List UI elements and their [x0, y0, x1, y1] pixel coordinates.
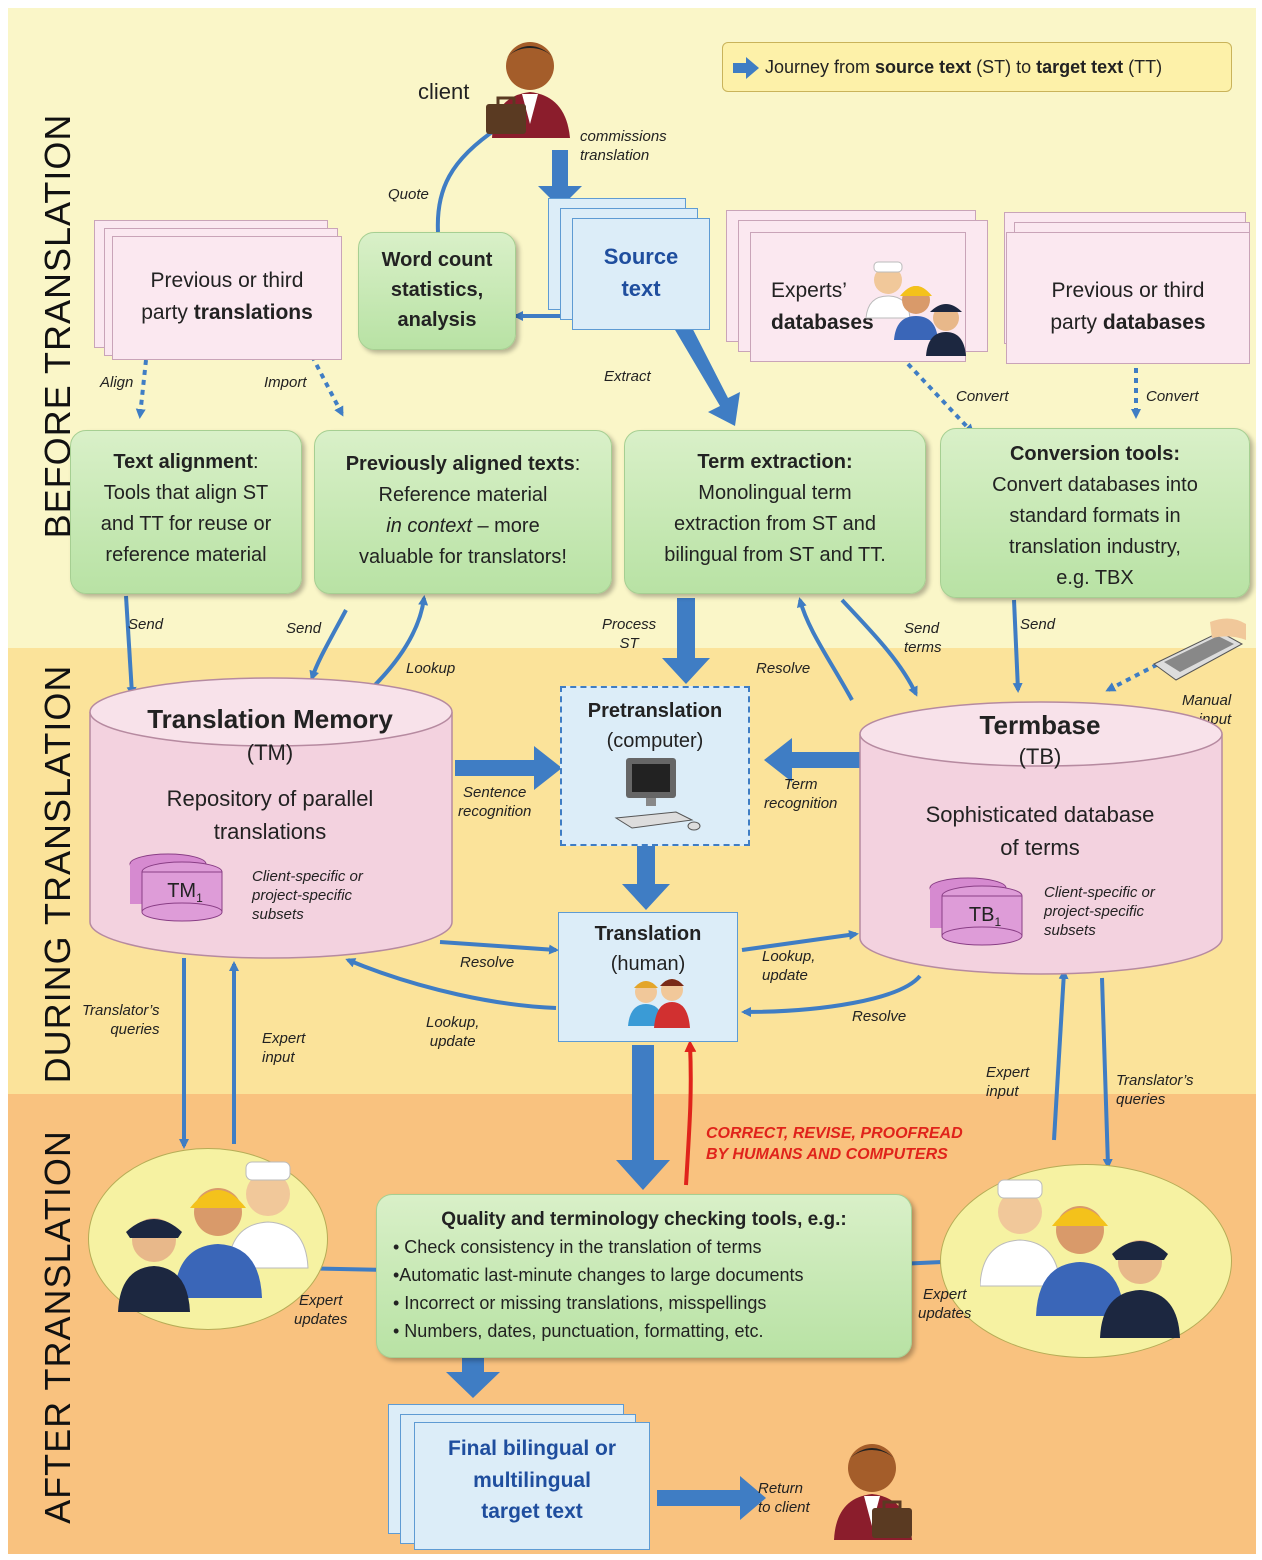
- convert-label-2: Convert: [1146, 388, 1199, 405]
- tm-title: Translation Memory: [147, 704, 393, 734]
- translators-icon: [628, 979, 690, 1028]
- tm-subset-icon: [129, 853, 223, 922]
- keyboard-icon: [1153, 618, 1246, 681]
- journey-arrow-icon: [733, 57, 759, 79]
- qa-item: • Incorrect or missing translations, mis…: [393, 1293, 767, 1314]
- tm-subset-label: TM1: [167, 880, 203, 905]
- extract-label: Extract: [604, 368, 651, 385]
- qa-item: • Numbers, dates, punctuation, formattin…: [393, 1321, 764, 1342]
- quote-label: Quote: [388, 186, 429, 203]
- resolve-label-top: Resolve: [756, 660, 811, 677]
- legend: Journey from source text (ST) to target …: [722, 42, 1232, 92]
- align-label: Align: [100, 374, 134, 391]
- client-icon: [486, 42, 570, 138]
- lookup-update-label-tb: Lookup,update: [762, 948, 816, 984]
- previous-translations-doc: Previous or third party translations: [112, 236, 342, 360]
- experts-databases-doc: Experts’databases: [750, 232, 966, 362]
- qa-item: •Automatic last-minute changes to large …: [393, 1265, 804, 1286]
- qa-item: • Check consistency in the translation o…: [393, 1237, 762, 1258]
- tb-subset-label: TB1: [968, 904, 1002, 929]
- experts-left-icon: [118, 1161, 309, 1312]
- send-label-3: Send: [1020, 616, 1056, 633]
- import-label: Import: [264, 374, 307, 391]
- resolve-label-tb: Resolve: [852, 1008, 907, 1025]
- send-label-1: Send: [128, 616, 164, 633]
- lookup-label: Lookup: [406, 660, 456, 677]
- previous-databases-doc: Previous or third party databases: [1006, 232, 1250, 364]
- tb-subset-icon: [929, 877, 1023, 946]
- client-return-icon: [834, 1444, 912, 1540]
- resolve-label-tm: Resolve: [460, 954, 515, 971]
- quality-checking-box: Quality and terminology checking tools, …: [376, 1194, 912, 1358]
- conversion-tools-box: Conversion tools: Convert databases into…: [940, 428, 1250, 598]
- tm-abbr: (TM): [246, 740, 294, 765]
- client-label: client: [418, 79, 470, 104]
- legend-text: Journey from source text (ST) to target …: [765, 56, 1163, 77]
- previously-aligned-box: Previously aligned texts: Reference mate…: [314, 430, 612, 594]
- tb-abbr: (TB): [1018, 744, 1062, 769]
- lookup-update-label-tm: Lookup,update: [426, 1014, 480, 1050]
- tb-title: Termbase: [979, 710, 1101, 740]
- experts-icon: [865, 261, 966, 356]
- send-label-2: Send: [286, 620, 322, 637]
- computer-icon: [614, 758, 701, 831]
- experts-right-icon: [980, 1179, 1180, 1338]
- convert-label-1: Convert: [956, 388, 1009, 405]
